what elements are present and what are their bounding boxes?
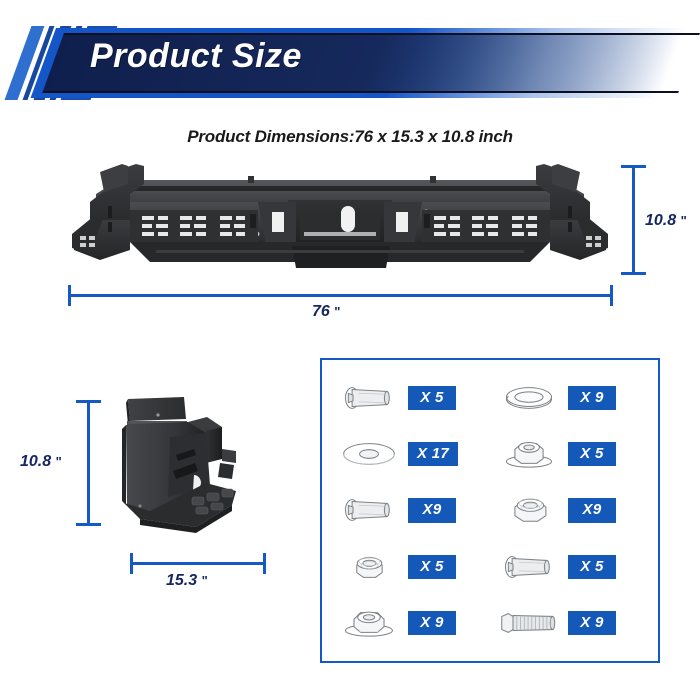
hardware-item: X 5 — [490, 426, 650, 482]
button-head-bolt-icon — [496, 546, 562, 588]
product-dimensions-caption: Product Dimensions:76 x 15.3 x 10.8 inch — [187, 127, 513, 146]
bracket-width-dimension-line — [130, 562, 266, 565]
hardware-quantity-badge: X9 — [568, 498, 616, 523]
main-width-cap-left — [68, 285, 71, 306]
hardware-item: X 5 — [330, 370, 490, 426]
hardware-quantity-badge: X9 — [408, 498, 456, 523]
flat-washer-icon — [336, 433, 402, 475]
main-width-dimension-line — [68, 294, 613, 297]
button-head-bolt-icon — [336, 377, 402, 419]
main-height-value: 10.8 — [645, 212, 677, 229]
rear-bumper-image — [72, 164, 608, 268]
hardware-quantity-badge: X 17 — [408, 442, 459, 467]
hardware-item: X 9 — [490, 370, 650, 426]
hardware-quantity-badge: X 9 — [408, 610, 456, 636]
hex-lock-nut-icon — [496, 489, 562, 531]
hardware-item: X9 — [330, 482, 490, 538]
bracket-height-cap-top — [76, 400, 101, 403]
bracket-height-value: 10.8 — [20, 453, 52, 470]
flange-lock-nut-icon — [496, 433, 562, 475]
hardware-quantity-badge: X 9 — [568, 610, 616, 636]
hardware-quantity-badge: X 5 — [408, 554, 456, 579]
bracket-height-dimension-line — [87, 400, 90, 526]
main-height-dimension-line — [632, 165, 635, 275]
hardware-quantity-badge: X 9 — [568, 385, 616, 411]
bracket-height-unit: " — [55, 454, 62, 469]
hardware-quantity-badge: X 5 — [408, 385, 456, 411]
button-head-bolt-icon — [336, 489, 402, 531]
hardware-quantity-badge: X 5 — [568, 554, 616, 579]
main-height-unit: " — [680, 213, 687, 228]
hardware-item: X 9 — [490, 595, 650, 651]
hex-head-bolt-icon — [496, 602, 562, 644]
bracket-width-cap-left — [130, 553, 133, 574]
bracket-height-label: 10.8 " — [20, 453, 62, 471]
hardware-list-box: X 5 X 9 X 17 X 5 X9 X9 X 5 X 5 X 9 X 9 — [320, 358, 660, 663]
main-height-cap-top — [621, 165, 646, 168]
main-width-label: 76 " — [312, 303, 340, 321]
main-width-value: 76 — [312, 303, 330, 320]
flange-nut-icon — [336, 602, 402, 644]
bracket-width-label: 15.3 " — [166, 572, 208, 590]
hardware-quantity-badge: X 5 — [568, 442, 616, 467]
hardware-grid: X 5 X 9 X 17 X 5 X9 X9 X 5 X 5 X 9 X 9 — [322, 360, 658, 661]
page-title: Product Size — [90, 37, 302, 75]
main-height-label: 10.8 " — [645, 212, 687, 230]
main-width-unit: " — [334, 304, 341, 319]
bracket-height-cap-bottom — [76, 523, 101, 526]
nylon-lock-nut-icon — [336, 546, 402, 588]
hardware-item: X 5 — [490, 539, 650, 595]
hardware-item: X 9 — [330, 595, 490, 651]
hardware-item: X 17 — [330, 426, 490, 482]
main-height-cap-bottom — [621, 272, 646, 275]
main-width-cap-right — [610, 285, 613, 306]
hardware-item: X 5 — [330, 539, 490, 595]
page-header: Product Size — [0, 0, 700, 110]
bumper-bracket-image — [122, 397, 236, 533]
bracket-width-cap-right — [263, 553, 266, 574]
spring-washer-icon — [496, 377, 562, 419]
hardware-item: X9 — [490, 482, 650, 538]
bracket-width-value: 15.3 — [166, 572, 198, 589]
bracket-width-unit: " — [201, 573, 208, 588]
